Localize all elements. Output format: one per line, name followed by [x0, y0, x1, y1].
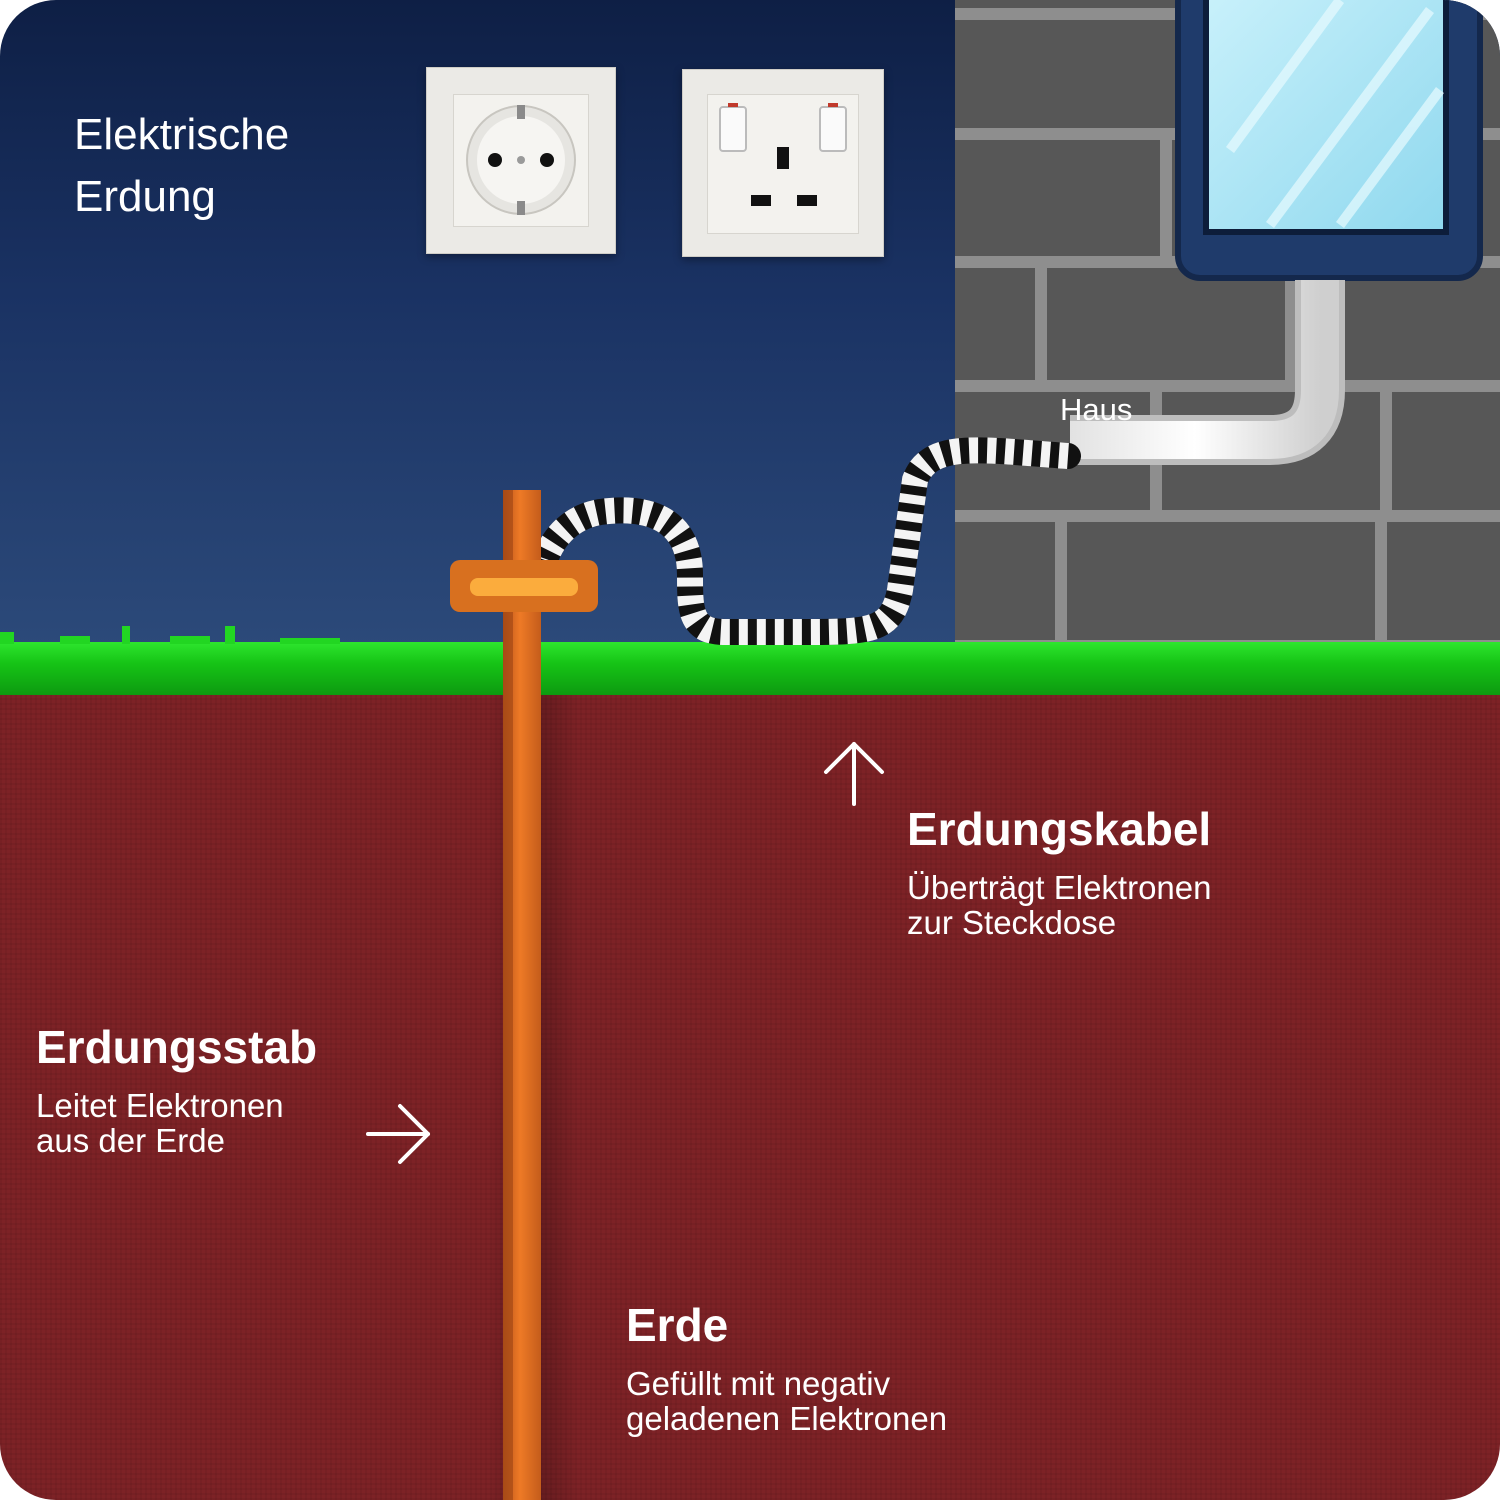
grass-tufts — [0, 626, 340, 644]
arrow-up-icon — [824, 742, 884, 806]
uk-socket-icon — [682, 69, 884, 257]
grass-strip — [0, 642, 1500, 695]
cable-label-title: Erdungskabel — [907, 803, 1212, 855]
earth-soil — [0, 695, 1500, 1500]
rod-label-desc-2: aus der Erde — [36, 1122, 225, 1159]
grounding-cable — [532, 437, 1081, 645]
earth-label-desc-1: Gefüllt mit negativ — [626, 1365, 891, 1402]
rod-label: Erdungsstab Leitet Elektronen aus der Er… — [36, 1020, 317, 1158]
rod-label-title: Erdungsstab — [36, 1021, 318, 1073]
cable-label-desc-1: Überträgt Elektronen — [907, 869, 1212, 906]
diagram-title-line-2: Erdung — [74, 172, 216, 221]
arrow-right-icon — [366, 1104, 430, 1164]
diagram-title: Elektrische Erdung — [74, 104, 289, 228]
diagram-title-line-1: Elektrische — [74, 110, 290, 159]
schuko-socket-icon — [426, 67, 616, 254]
earth-label-title: Erde — [626, 1299, 729, 1351]
earth-label: Erde Gefüllt mit negativ geladenen Elekt… — [626, 1298, 947, 1436]
house-label: Haus — [1060, 392, 1133, 427]
cable-label: Erdungskabel Überträgt Elektronen zur St… — [907, 802, 1212, 940]
rod-label-desc-1: Leitet Elektronen — [36, 1087, 284, 1124]
house-window — [1175, 0, 1483, 281]
earth-label-desc-2: geladenen Elektronen — [626, 1400, 948, 1437]
uk-socket-face — [719, 103, 847, 206]
cable-label-desc-2: zur Steckdose — [907, 904, 1117, 941]
schuko-socket-face — [466, 105, 576, 215]
grounding-rod — [450, 490, 598, 1500]
